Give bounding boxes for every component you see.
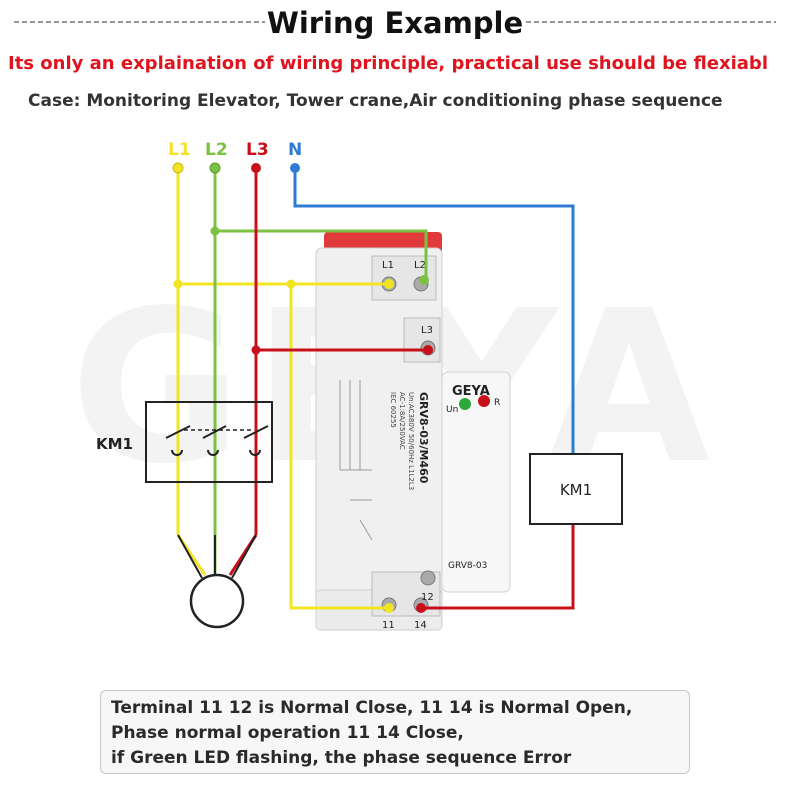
note-line-3: if Green LED flashing, the phase sequenc… bbox=[111, 748, 572, 768]
relay-model: GRV8-03 bbox=[448, 561, 487, 571]
terminal-label-14: 14 bbox=[414, 620, 427, 631]
note-box: Terminal 11 12 is Normal Close, 11 14 is… bbox=[100, 690, 690, 774]
relay-brand: GEYA bbox=[452, 384, 490, 399]
relay-spec-line-3: IEC 60255 bbox=[389, 392, 397, 428]
terminal-label-l1: L1 bbox=[382, 260, 394, 271]
relay-spec-line-2: AC-1:8A/250VAC bbox=[398, 392, 406, 450]
contactor-km1: KM1 bbox=[96, 401, 273, 483]
led-r-icon bbox=[478, 395, 490, 407]
wire-start-dots bbox=[172, 162, 433, 613]
coil-box bbox=[529, 453, 623, 525]
wiring-diagram: GEYA L1 L2 L3 12 11 14 GEYA Un R GRV8-03 bbox=[70, 162, 710, 631]
relay-model-vertical: GRV8-03/M460 bbox=[417, 392, 430, 484]
screw-12 bbox=[420, 570, 436, 586]
line-label-l3: L3 bbox=[246, 140, 269, 160]
wire-l3 bbox=[228, 165, 575, 610]
page-title: Wiring Example bbox=[266, 6, 524, 40]
page-subtitle: Its only an explaination of wiring princ… bbox=[8, 53, 768, 74]
relay-front-panel bbox=[441, 371, 511, 593]
terminal-label-11: 11 bbox=[382, 620, 395, 631]
relay-side-schematic bbox=[339, 380, 373, 541]
line-label-l2: L2 bbox=[205, 140, 228, 160]
terminal-label-12: 12 bbox=[421, 592, 434, 603]
terminal-label-l3: L3 bbox=[421, 325, 433, 336]
led-un-label: Un bbox=[446, 405, 458, 415]
led-r-label: R bbox=[494, 398, 500, 408]
relay-spec-line-1: Un:AC380V 50/60Hz L1L2L3 bbox=[407, 392, 415, 490]
led-un-icon bbox=[459, 398, 471, 410]
motor-icon bbox=[189, 573, 245, 629]
note-line-1: Terminal 11 12 is Normal Close, 11 14 is… bbox=[111, 698, 633, 718]
case-description: Case: Monitoring Elevator, Tower crane,A… bbox=[28, 91, 723, 111]
header-dividers bbox=[14, 21, 776, 23]
wire-n bbox=[293, 165, 575, 454]
terminal-label-l2: L2 bbox=[414, 260, 426, 271]
terminal-block-l3 bbox=[403, 317, 441, 363]
line-label-l1: L1 bbox=[168, 140, 191, 160]
line-label-n: N bbox=[288, 140, 303, 160]
contactor-box bbox=[145, 401, 273, 483]
contactor-switches bbox=[165, 425, 269, 456]
motor-leads bbox=[177, 534, 257, 579]
coil-km1: KM1 bbox=[529, 453, 623, 525]
note-line-2: Phase normal operation 11 14 Close, bbox=[111, 723, 464, 743]
relay-module: L1 L2 L3 12 11 14 GEYA Un R GRV8-03 GRV8… bbox=[315, 232, 511, 631]
coil-label: KM1 bbox=[560, 481, 592, 499]
contactor-label: KM1 bbox=[96, 435, 133, 453]
